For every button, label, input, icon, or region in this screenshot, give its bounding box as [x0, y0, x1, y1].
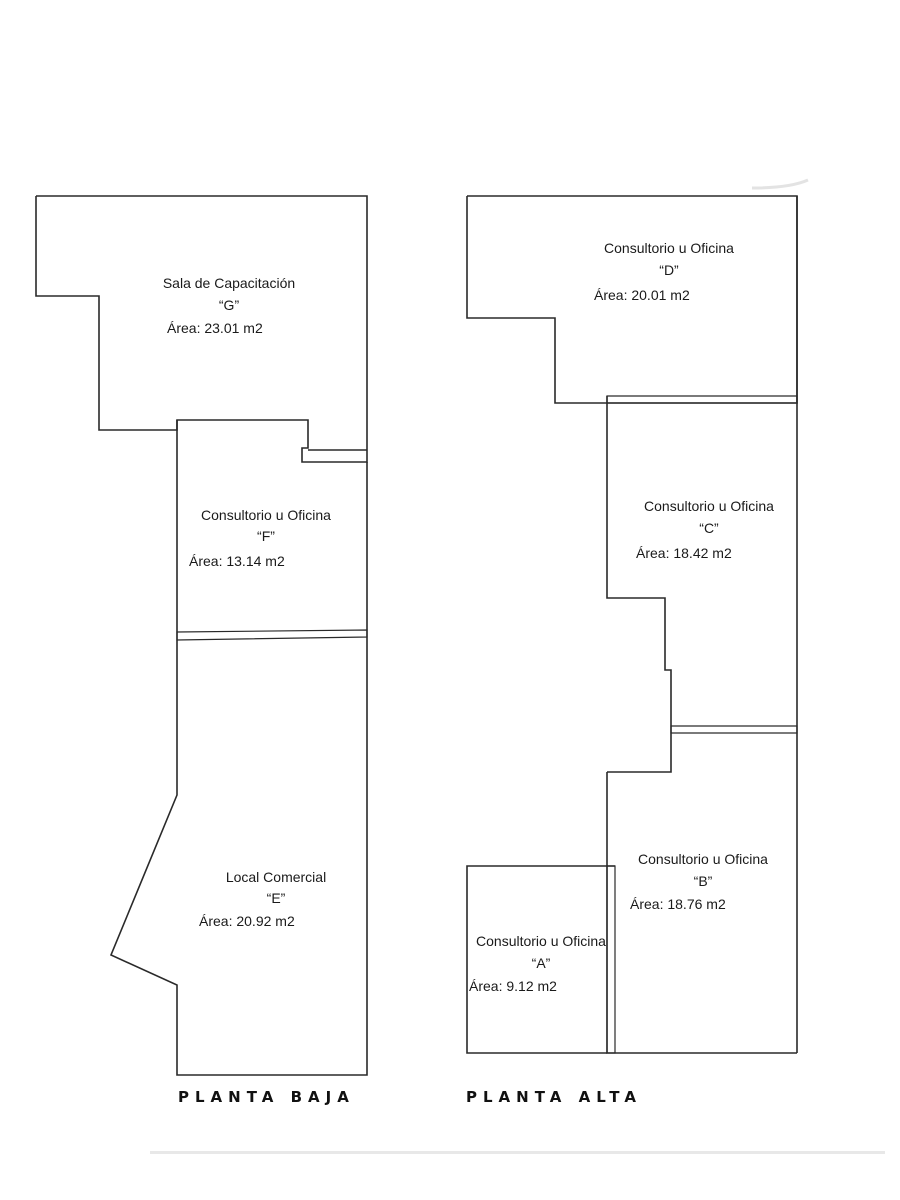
- room-g: Sala de Capacitación “G” Área: 23.01 m2: [163, 275, 295, 336]
- room-e-area: Área: 20.92 m2: [199, 913, 295, 929]
- room-g-letter: “G”: [219, 297, 240, 313]
- partition-a-b: [606, 865, 616, 1054]
- room-d-name: Consultorio u Oficina: [604, 240, 734, 256]
- room-f-area: Área: 13.14 m2: [189, 553, 285, 569]
- room-f-letter: “F”: [257, 528, 275, 544]
- room-g-name: Sala de Capacitación: [163, 275, 295, 291]
- room-e-letter: “E”: [267, 890, 286, 906]
- room-d-letter: “D”: [659, 262, 679, 278]
- room-a-name: Consultorio u Oficina: [476, 933, 606, 949]
- room-g-area: Área: 23.01 m2: [167, 320, 263, 336]
- room-b-name: Consultorio u Oficina: [638, 851, 768, 867]
- room-b-area: Área: 18.76 m2: [630, 896, 726, 912]
- room-a: Consultorio u Oficina “A” Área: 9.12 m2: [469, 933, 606, 994]
- room-c-area: Área: 18.42 m2: [636, 545, 732, 561]
- room-b-outline: [606, 772, 797, 1054]
- room-a-area: Área: 9.12 m2: [469, 978, 557, 994]
- planta-baja-title: PLANTA BAJA: [178, 1088, 355, 1106]
- planta-alta-plan: [466, 195, 798, 1054]
- room-a-letter: “A”: [532, 955, 551, 971]
- room-f: Consultorio u Oficina “F” Área: 13.14 m2: [189, 507, 331, 569]
- room-f-e-outline: [109, 420, 368, 1076]
- room-e: Local Comercial “E” Área: 20.92 m2: [199, 869, 326, 929]
- room-d-area: Área: 20.01 m2: [594, 287, 690, 303]
- room-b-letter: “B”: [694, 873, 713, 889]
- room-c-name: Consultorio u Oficina: [644, 498, 774, 514]
- room-c-letter: “C”: [699, 520, 719, 536]
- room-c-outline: [606, 396, 672, 773]
- room-b: Consultorio u Oficina “B” Área: 18.76 m2: [630, 851, 768, 912]
- faint-footer-line: [150, 1151, 885, 1154]
- room-a-outline: [466, 865, 615, 1054]
- room-e-name: Local Comercial: [226, 869, 326, 885]
- faint-arc-artifact: [751, 178, 809, 190]
- partition-c-b: [670, 725, 798, 734]
- partition-d-c: [606, 395, 798, 404]
- planta-baja-plan: [35, 195, 368, 1076]
- planta-alta-title: PLANTA ALTA: [466, 1088, 642, 1106]
- room-d: Consultorio u Oficina “D” Área: 20.01 m2: [594, 240, 734, 303]
- partition-f-e: [176, 629, 368, 641]
- room-c: Consultorio u Oficina “C” Área: 18.42 m2: [636, 498, 774, 561]
- room-f-name: Consultorio u Oficina: [201, 507, 331, 523]
